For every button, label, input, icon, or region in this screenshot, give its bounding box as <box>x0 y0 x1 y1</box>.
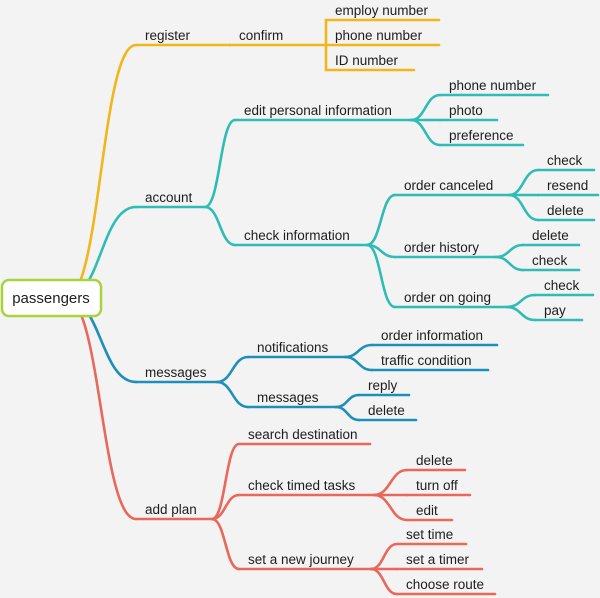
topic-photo[interactable]: photo <box>449 103 483 118</box>
topic-notifications[interactable]: notifications <box>257 340 329 355</box>
topic-preference[interactable]: preference <box>449 128 514 143</box>
topic-order-on-going[interactable]: order on going <box>404 290 491 305</box>
connector-3-1 <box>210 493 241 521</box>
root-node-box[interactable] <box>0 278 103 318</box>
topic-set-a-new-journey[interactable]: set a new journey <box>248 552 354 567</box>
topic-delete[interactable]: delete <box>547 203 584 218</box>
connector-2-1-0 <box>334 393 361 409</box>
topic-messages[interactable]: messages <box>257 390 319 405</box>
connector-3-1-0 <box>372 468 409 497</box>
topic-edit-personal-information[interactable]: edit personal information <box>244 103 392 118</box>
connector-1-1-1-0 <box>494 243 525 259</box>
connector-3-2-0 <box>369 542 399 571</box>
topic-delete[interactable]: delete <box>368 403 405 418</box>
connector-3-1-2 <box>372 493 409 522</box>
connector-1-0 <box>203 118 237 209</box>
topic-traffic-condition[interactable]: traffic condition <box>381 353 472 368</box>
topic-check[interactable]: check <box>532 253 568 268</box>
topic-check[interactable]: check <box>547 153 583 168</box>
topic-phone-number[interactable]: phone number <box>335 28 423 43</box>
connector-1-1-2-1 <box>505 305 537 322</box>
topic-register[interactable]: register <box>145 28 191 43</box>
topic-order-history[interactable]: order history <box>404 240 479 255</box>
connector-2-0-0 <box>343 343 374 359</box>
topic-delete[interactable]: delete <box>532 228 569 243</box>
connector-2-0 <box>215 355 250 384</box>
topic-confirm[interactable]: confirm <box>239 28 283 43</box>
topic-pay[interactable]: pay <box>544 303 566 318</box>
connector-3-2-2 <box>369 567 399 596</box>
topic-resend[interactable]: resend <box>547 178 588 193</box>
topic-set-a-timer[interactable]: set a timer <box>406 552 470 567</box>
root-node-label: passengers <box>12 290 90 307</box>
connector-1-1 <box>203 205 237 247</box>
topic-set-time[interactable]: set time <box>406 527 453 542</box>
connector-1-1-0-2 <box>507 193 540 222</box>
connector-2-1-1 <box>334 405 361 422</box>
connector-3-0 <box>210 442 241 521</box>
topic-add-plan[interactable]: add plan <box>145 502 197 517</box>
connector-1-1-2 <box>365 243 397 309</box>
topic-order-canceled[interactable]: order canceled <box>404 178 493 193</box>
connector-1-1-2-0 <box>505 293 537 309</box>
topic-search-destination[interactable]: search destination <box>248 427 358 442</box>
topic-id-number[interactable]: ID number <box>335 53 399 68</box>
topic-employ-number[interactable]: employ number <box>335 3 429 18</box>
topic-account[interactable]: account <box>145 190 193 205</box>
connector-2-1 <box>215 380 250 409</box>
topic-phone-number[interactable]: phone number <box>449 78 537 93</box>
connector-2-0-1 <box>343 355 374 372</box>
connector-1-1-1-1 <box>494 255 525 272</box>
connector-3-2 <box>210 517 241 571</box>
topic-order-information[interactable]: order information <box>381 328 483 343</box>
topic-check[interactable]: check <box>544 278 580 293</box>
topic-check-information[interactable]: check information <box>244 228 350 243</box>
topic-delete[interactable]: delete <box>416 453 453 468</box>
connector-1-0-2 <box>409 118 442 147</box>
topic-reply[interactable]: reply <box>368 378 398 393</box>
topic-edit[interactable]: edit <box>416 503 438 518</box>
topic-choose-route[interactable]: choose route <box>406 577 484 592</box>
connector-1-1-0-0 <box>507 168 540 197</box>
connector-1-0-0 <box>409 93 442 122</box>
connector-3 <box>64 296 138 521</box>
connector-0 <box>64 43 138 300</box>
connector-1-1-0 <box>365 193 397 247</box>
topic-turn-off[interactable]: turn off <box>416 478 458 493</box>
topic-messages[interactable]: messages <box>145 365 207 380</box>
topic-check-timed-tasks[interactable]: check timed tasks <box>248 478 356 493</box>
